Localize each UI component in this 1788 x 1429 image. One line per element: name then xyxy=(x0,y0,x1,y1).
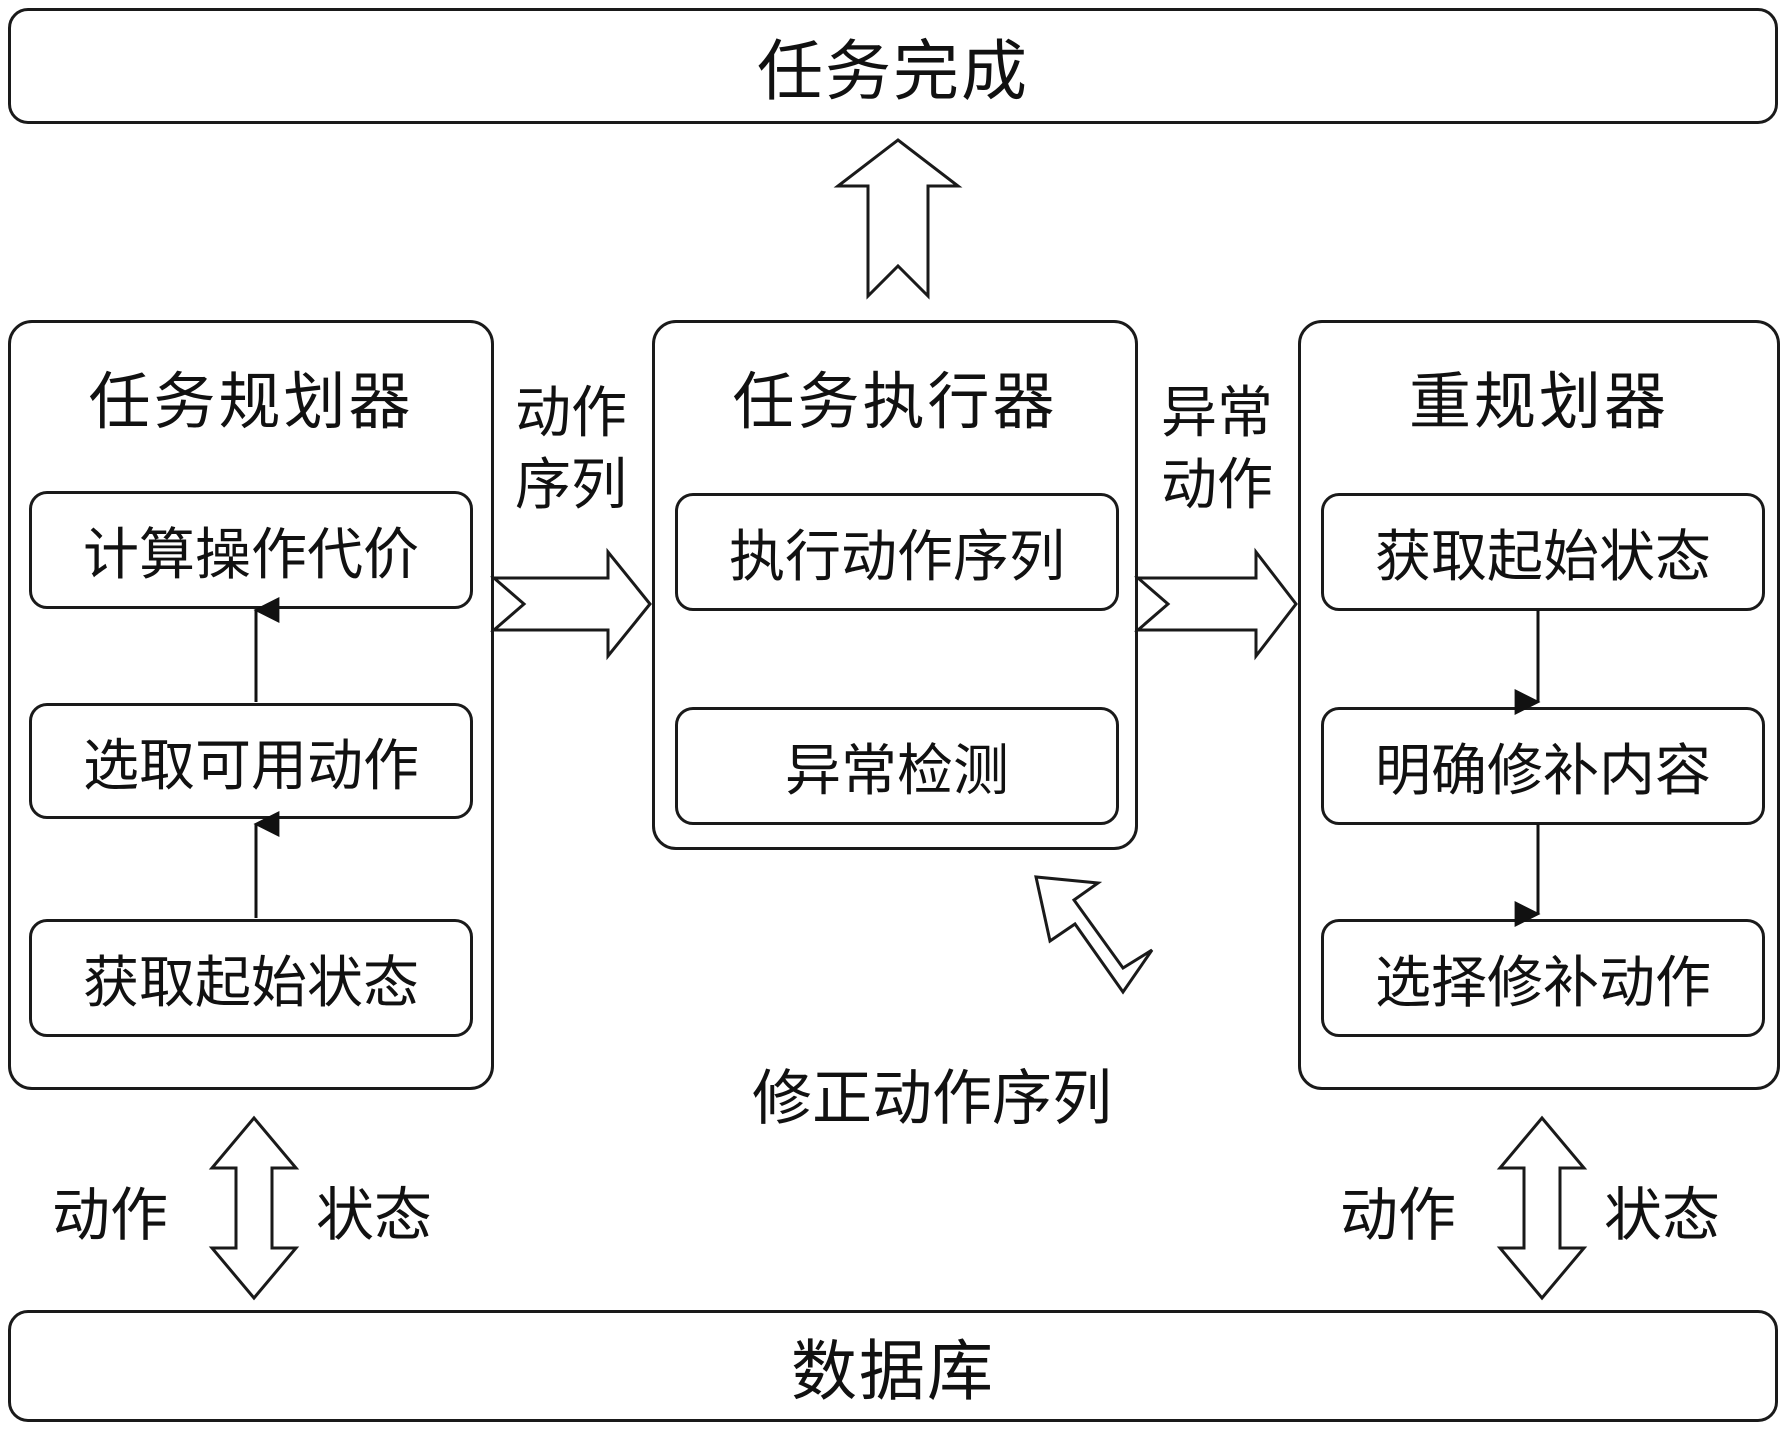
correction-arrow xyxy=(1034,875,1154,995)
planner-step-compute-cost: 计算操作代价 xyxy=(29,491,473,609)
edge-label-anomaly-action-line2: 动作 xyxy=(1161,453,1273,518)
planner-step-select-actions: 选取可用动作 xyxy=(29,703,473,819)
executor-to-replanner-arrow xyxy=(1133,547,1298,661)
edge-label-anomaly-action-line1: 异常 xyxy=(1161,381,1273,446)
edge-label-action-sequence-line2: 序列 xyxy=(515,453,627,518)
edge-label-action-sequence: 动作 序列 xyxy=(496,378,646,522)
planner-database-double-arrow xyxy=(208,1115,300,1301)
db-left-state-label: 状态 xyxy=(316,1181,433,1249)
task-executor-title: 任务执行器 xyxy=(732,365,1058,438)
db-right-action-label: 动作 xyxy=(1340,1181,1457,1249)
edge-label-action-sequence-line1: 动作 xyxy=(515,381,627,446)
executor-step-execute-sequence: 执行动作序列 xyxy=(675,493,1119,611)
task-planner-title: 任务规划器 xyxy=(88,365,414,438)
task-executor-module: 任务执行器 执行动作序列 异常检测 xyxy=(652,320,1138,850)
task-planner-module: 任务规划器 计算操作代价 选取可用动作 获取起始状态 xyxy=(8,320,494,1090)
database-label: 数据库 xyxy=(791,1333,995,1410)
executor-to-complete-arrow xyxy=(833,138,963,300)
replanner-module: 重规划器 获取起始状态 明确修补内容 选择修补动作 xyxy=(1298,320,1780,1090)
task-complete-bar: 任务完成 xyxy=(8,8,1778,124)
executor-step-anomaly-detection: 异常检测 xyxy=(675,707,1119,825)
replanner-title: 重规划器 xyxy=(1408,365,1669,438)
edge-label-corrected-sequence: 修正动作序列 xyxy=(752,1064,1112,1134)
task-complete-label: 任务完成 xyxy=(757,33,1029,110)
replanner-database-double-arrow xyxy=(1496,1115,1588,1301)
replanner-step-get-initial-state: 获取起始状态 xyxy=(1321,493,1765,611)
edge-label-anomaly-action: 异常 动作 xyxy=(1142,378,1292,522)
db-left-action-label: 动作 xyxy=(52,1181,169,1249)
planner-step-get-initial-state: 获取起始状态 xyxy=(29,919,473,1037)
database-bar: 数据库 xyxy=(8,1310,1778,1422)
replanner-step-define-repair: 明确修补内容 xyxy=(1321,707,1765,825)
db-right-state-label: 状态 xyxy=(1604,1181,1721,1249)
replanner-step-select-repair-actions: 选择修补动作 xyxy=(1321,919,1765,1037)
planner-to-executor-arrow xyxy=(489,547,652,661)
